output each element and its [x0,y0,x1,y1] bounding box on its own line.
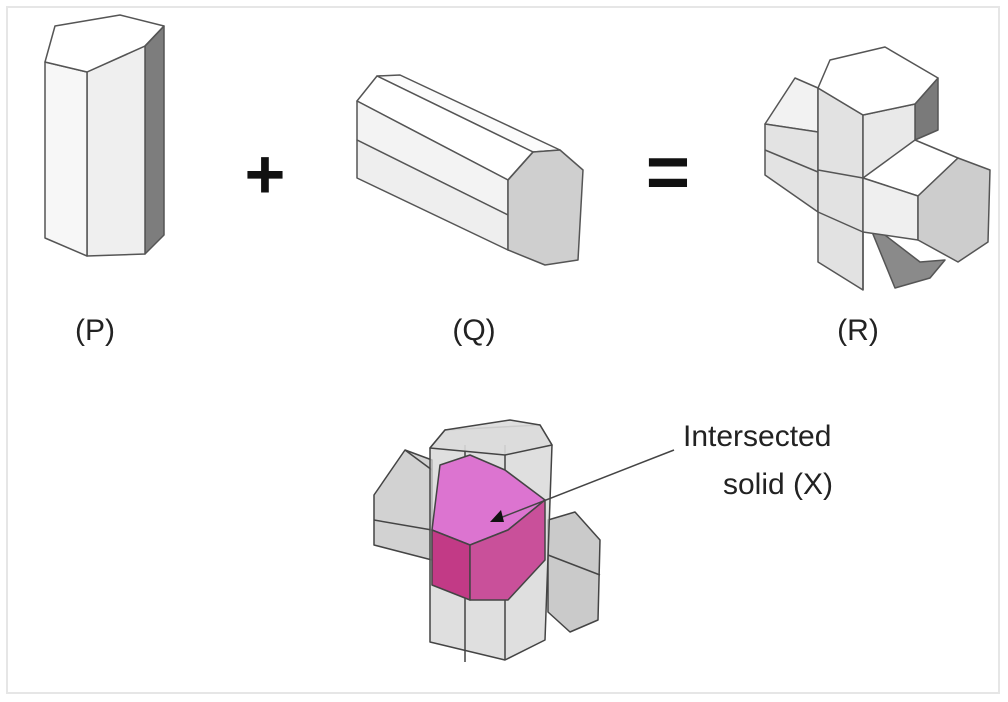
intersected-solid-right [469,499,546,601]
label-p: (P) [75,314,115,347]
annotation-line-2: solid (X) [723,468,833,501]
prism-r-left-arm-edge [764,149,819,173]
transparent-arm-left [373,449,433,561]
label-q: (Q) [452,314,495,347]
prism-r-p-front-left [817,87,864,291]
prism-p-side-right [86,45,146,257]
prism-r-right-arm-end [917,157,991,263]
intersection-figure [373,419,601,662]
plus-operator: + [245,135,286,213]
label-r: (R) [837,314,879,347]
prism-p [44,14,165,257]
prism-q-end-hexagon [507,149,584,266]
prism-r-left-arm-top [764,77,819,133]
prism-q [356,74,584,266]
prism-r [764,46,991,291]
annotation-line-1: Intersected [683,420,831,453]
prism-p-side-dark [144,25,165,255]
prism-r-shadow [867,221,946,289]
annotation-arrow [490,449,675,522]
transparent-arm-right [547,511,601,633]
transparent-column-top [429,419,553,456]
prism-p-side-left [44,61,88,257]
equals-operator: = [646,130,690,215]
prism-r-cross-edge [817,169,864,179]
prism-r-p-top [817,46,939,116]
